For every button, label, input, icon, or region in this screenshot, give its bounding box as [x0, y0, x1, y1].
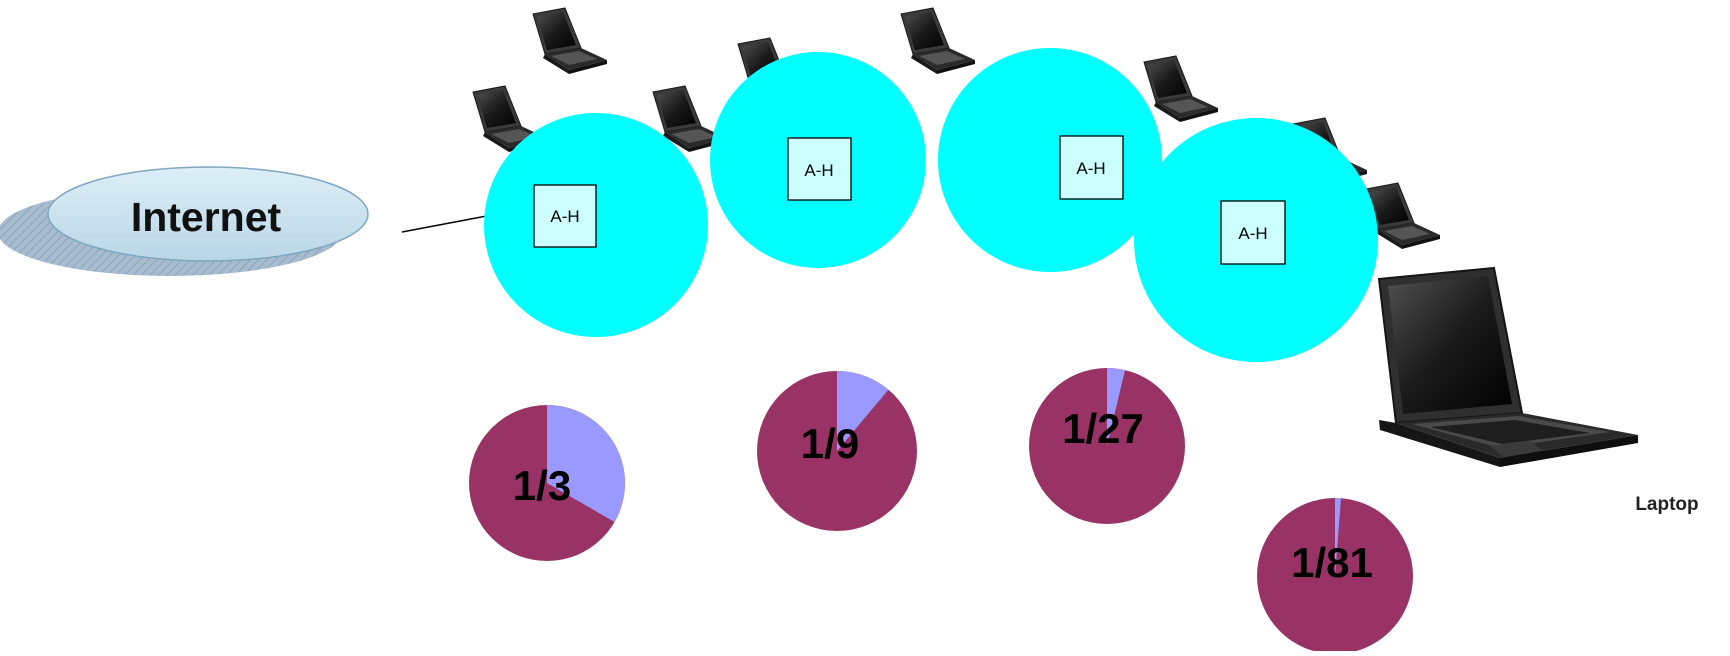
access-hubs: A-H A-H A-H A-H — [533, 135, 1286, 265]
access-hub: A-H — [1059, 135, 1124, 200]
bandwidth-pie: 1/9 — [757, 371, 917, 531]
access-hub-label: A-H — [1238, 224, 1267, 243]
bandwidth-pie: 1/27 — [1029, 368, 1185, 524]
pie-fraction-label: 1/3 — [513, 462, 571, 509]
pie-fraction-label: 1/9 — [801, 420, 859, 467]
pie-share-slice — [1107, 368, 1125, 446]
laptop-label: Laptop — [1635, 494, 1698, 515]
access-hub: A-H — [1220, 200, 1286, 265]
laptop-icon — [1143, 55, 1219, 123]
internet-label: Internet — [131, 194, 282, 240]
internet-cloud: Internet — [0, 166, 369, 276]
access-hub: A-H — [533, 184, 597, 248]
pie-share-slice — [547, 405, 626, 522]
internet-cloud-top — [47, 166, 369, 262]
pie-fraction-label: 1/27 — [1062, 405, 1144, 452]
pie-fraction-label: 1/81 — [1291, 539, 1373, 586]
pie-share-slice — [837, 371, 889, 451]
large-laptop-icon — [1377, 266, 1638, 467]
access-hub: A-H — [787, 137, 852, 201]
laptop-icon — [532, 7, 608, 75]
laptop-icon — [900, 7, 976, 75]
access-hub-label: A-H — [1076, 159, 1105, 178]
coverage-cells — [484, 48, 1378, 362]
access-hub-label: A-H — [804, 161, 833, 180]
coverage-cell — [938, 48, 1162, 272]
bandwidth-pie: 1/3 — [469, 405, 626, 561]
bandwidth-pie: 1/81 — [1257, 497, 1413, 654]
pie-share-slice — [1335, 497, 1342, 576]
access-hub-label: A-H — [550, 207, 579, 226]
